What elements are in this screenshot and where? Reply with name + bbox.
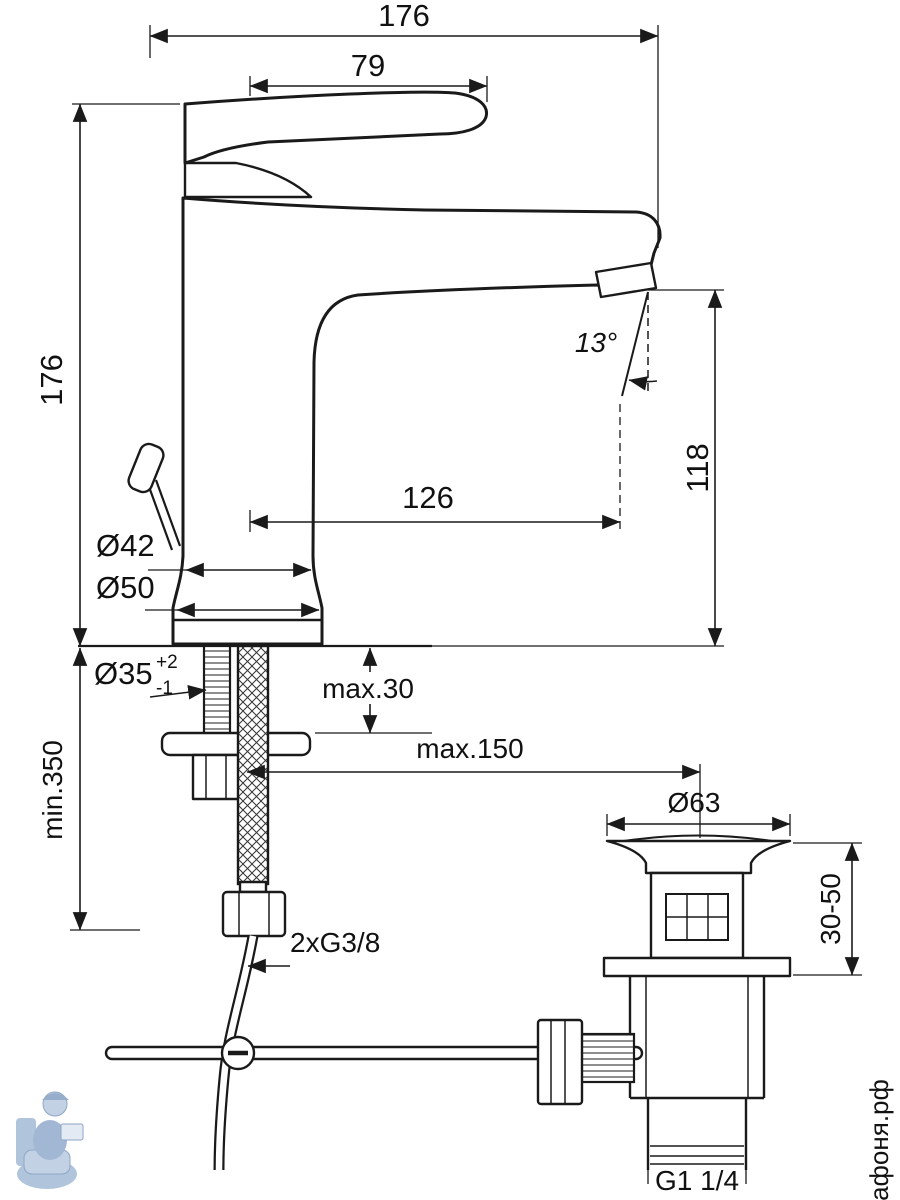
- watermark-logo-shape: [60, 1123, 84, 1141]
- pull-rod-paddle: [127, 442, 165, 494]
- dim-spout-angle: 13°: [575, 327, 617, 358]
- dim-clearance-below: min.350: [37, 740, 68, 840]
- drain-plug-body: [649, 871, 745, 960]
- dimensions-group: 176 79 176 118 126 Ø42 Ø50 Ø35 +2 -1: [34, 0, 862, 1196]
- angle-arc: [628, 376, 658, 391]
- dim-base-dia: Ø50: [96, 570, 155, 605]
- faucet-body-group: [127, 90, 662, 646]
- dim-hole-tol-minus: -1: [156, 678, 173, 699]
- dim-body-height: 176: [34, 354, 69, 406]
- dim-waste-thread: G1 1/4: [655, 1165, 739, 1196]
- hose-nut: [221, 890, 287, 938]
- watermark-site-text: афоня.рф: [864, 1079, 894, 1200]
- drain-flange-dome: [623, 834, 773, 842]
- mounting-nut: [191, 753, 241, 801]
- label-background: [306, 672, 430, 704]
- watermark-logo: [16, 1091, 84, 1189]
- dim-outlet-height: 118: [680, 443, 715, 492]
- dim-supply-thread: 2xG3/8: [290, 927, 380, 958]
- drain-disc-flange: [602, 956, 792, 978]
- mounting-bracket: [160, 731, 312, 757]
- pull-rod: [146, 483, 174, 551]
- watermark-logo-shape: [42, 1093, 69, 1100]
- braided-supply-hose: [236, 644, 270, 886]
- dim-hole-tol-plus: +2: [156, 652, 178, 673]
- lever-handle: [183, 90, 489, 165]
- dim-outlet-reach: 126: [402, 480, 454, 515]
- aerator: [594, 261, 658, 299]
- linkage-nut: [536, 1018, 584, 1106]
- dim-overall-length: 176: [378, 0, 430, 33]
- pop-up-linkage-group: [104, 1018, 644, 1106]
- linkage-sleeve: [578, 1032, 636, 1084]
- stream-direction-line: [621, 291, 649, 397]
- dim-waste-dia: Ø63: [668, 787, 721, 818]
- dim-lever-length: 79: [351, 48, 385, 83]
- dim-deck-thickness: max.30: [322, 673, 414, 704]
- faucet-outline: [171, 196, 662, 646]
- dim-body-dia: Ø42: [96, 528, 155, 563]
- cartridge-dome: [183, 161, 313, 199]
- under-deck-group: [78, 644, 432, 1171]
- waste-assembly-group: [602, 834, 792, 1170]
- leader-line-hole-dia: [149, 684, 207, 700]
- supply-hose-tube-inner: [215, 935, 257, 1171]
- drain-flange: [605, 839, 792, 875]
- dim-waste-adjust: 30-50: [815, 873, 846, 945]
- dim-hole-dia: Ø35: [94, 656, 153, 691]
- hose-collar: [238, 880, 268, 894]
- watermark-logo-shape: [33, 1120, 67, 1160]
- dim-rod-reach: max.150: [416, 733, 523, 764]
- pull-rod: [154, 479, 182, 547]
